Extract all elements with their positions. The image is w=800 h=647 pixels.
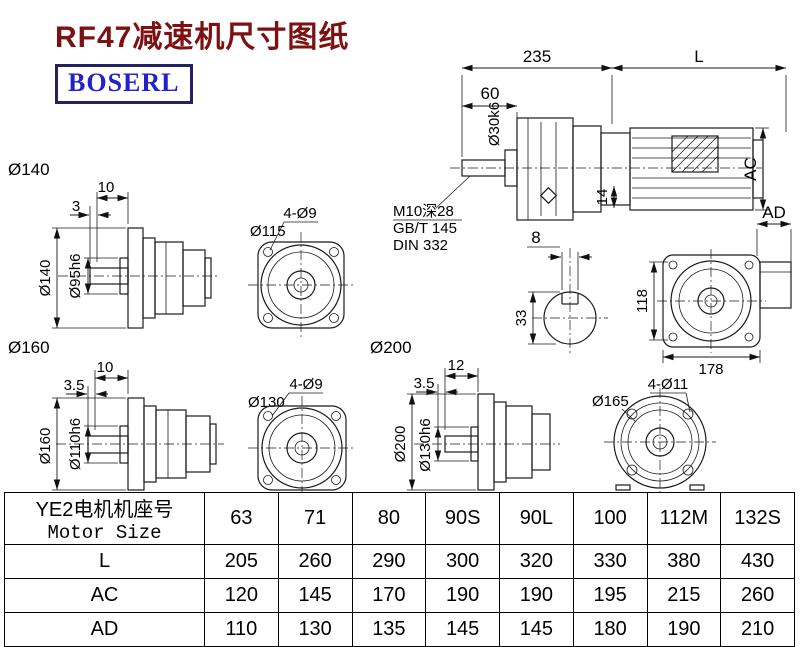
- value-cell: 190: [499, 578, 574, 613]
- size-cell: 90S: [425, 492, 500, 545]
- dim-AC: AC: [741, 157, 760, 181]
- dim-10-top: 10: [98, 179, 115, 196]
- callout-thread: M10深28: [393, 203, 454, 220]
- callout-din: DIN 332: [393, 237, 448, 254]
- table-row-AC: AC 120 145 170 190 190 195 215 260: [4, 578, 795, 613]
- dim-o160-vertical: Ø160: [37, 428, 54, 465]
- dim-3_5-right: 3.5: [414, 375, 435, 392]
- size-cell: 112M: [646, 492, 722, 545]
- dim-178: 178: [698, 361, 723, 378]
- value-cell: 190: [646, 612, 722, 647]
- value-cell: 195: [572, 578, 648, 613]
- flange-front-view-165: 4-Ø11 Ø165: [592, 376, 716, 492]
- dim-12: 12: [448, 357, 465, 374]
- size-cell: 63: [204, 492, 279, 545]
- dim-8: 8: [531, 228, 540, 247]
- motor-size-label-en: Motor Size: [47, 522, 162, 544]
- value-cell: 145: [277, 578, 353, 613]
- label-o160: Ø160: [8, 338, 50, 357]
- page-title: RF47减速机尺寸图纸: [55, 21, 350, 54]
- value-cell: 260: [277, 544, 353, 579]
- row-label-cell: AC: [4, 578, 205, 613]
- value-cell: 300: [425, 544, 500, 579]
- dim-235: 235: [523, 47, 551, 66]
- value-cell: 330: [572, 544, 648, 579]
- value-cell: 380: [646, 544, 722, 579]
- size-cell: 100: [572, 492, 648, 545]
- o200-side-view: Ø200 12 3.5 Ø200: [370, 338, 560, 491]
- flange-front-view-130: 4-Ø9 Ø130: [248, 376, 356, 492]
- value-cell: 130: [277, 612, 353, 647]
- value-cell: 215: [646, 578, 722, 613]
- dim-o95h6: Ø95h6: [67, 253, 84, 298]
- dim-o200-vertical: Ø200: [392, 426, 409, 463]
- value-cell: 180: [572, 612, 648, 647]
- dim-4xo9-bottom: 4-Ø9: [289, 376, 322, 393]
- technical-drawing-canvas: 235 L 60 Ø30k6 AC 14 M10深28 GB/T 145 DIN: [8, 47, 792, 492]
- size-cell: 71: [277, 492, 353, 545]
- callout-gbt: GB/T 145: [393, 220, 457, 237]
- value-cell: 120: [204, 578, 279, 613]
- dim-14: 14: [594, 189, 611, 206]
- dim-33: 33: [513, 310, 530, 327]
- dim-o140-vertical: Ø140: [37, 260, 54, 297]
- dim-o165: Ø165: [592, 393, 629, 410]
- value-cell: 110: [204, 612, 279, 647]
- value-cell: 145: [499, 612, 574, 647]
- value-cell: 320: [499, 544, 574, 579]
- dim-3_5-left: 3.5: [64, 377, 85, 394]
- table-row-AD: AD 110 130 135 145 145 180 190 210: [4, 612, 795, 647]
- value-cell: 145: [425, 612, 500, 647]
- dim-L: L: [694, 47, 703, 66]
- size-cell: 90L: [499, 492, 574, 545]
- value-cell: 290: [351, 544, 427, 579]
- dim-o110h6: Ø110h6: [67, 418, 84, 470]
- brand-logo: BOSERL: [55, 64, 193, 104]
- assembly-side-view: 235 L 60 Ø30k6 AC 14 M10深28 GB/T 145 DIN: [393, 47, 787, 254]
- dim-60: 60: [481, 84, 500, 103]
- dim-o130: Ø130: [248, 394, 285, 411]
- shaft-key-section-view: 8 33: [513, 228, 608, 354]
- value-cell: 205: [204, 544, 279, 579]
- value-cell: 135: [351, 612, 427, 647]
- dim-AD: AD: [762, 203, 786, 222]
- label-o140: Ø140: [8, 160, 50, 179]
- brand-logo-text: BOSERL: [68, 68, 180, 97]
- value-cell: 170: [351, 578, 427, 613]
- rear-view: AD 118 178: [634, 203, 792, 378]
- value-cell: 210: [720, 612, 795, 647]
- dim-118: 118: [634, 289, 651, 313]
- value-cell: 430: [720, 544, 795, 579]
- motor-size-label-cn: YE2电机机座号: [35, 499, 174, 521]
- table-row-motor-size: YE2电机机座号 Motor Size 63 71 80 90S 90L 100…: [4, 492, 795, 545]
- o140-side-view: Ø140 10 3 Ø140: [8, 160, 218, 329]
- dim-3: 3: [72, 198, 80, 215]
- dim-4xo11: 4-Ø11: [648, 376, 689, 393]
- size-cell: 80: [351, 492, 427, 545]
- dim-10-bottom: 10: [97, 359, 114, 376]
- o160-side-view: Ø160 10 3.5 Ø160: [8, 338, 224, 491]
- flange-front-view-115: 4-Ø9 Ø115: [248, 205, 354, 338]
- value-cell: 260: [720, 578, 795, 613]
- table-row-L: L 205 260 290 300 320 330 380 430: [4, 544, 795, 579]
- row-label-cell: L: [4, 544, 205, 579]
- spec-table: YE2电机机座号 Motor Size 63 71 80 90S 90L 100…: [4, 492, 795, 647]
- label-o200: Ø200: [370, 338, 412, 357]
- dim-o115: Ø115: [250, 223, 286, 240]
- dim-4xo9-top: 4-Ø9: [283, 205, 316, 222]
- size-cell: 132S: [720, 492, 795, 545]
- dim-o130h6: Ø130h6: [417, 418, 434, 471]
- motor-size-header-cell: YE2电机机座号 Motor Size: [4, 492, 205, 545]
- value-cell: 190: [425, 578, 500, 613]
- dim-shaft-diameter: Ø30k6: [486, 102, 503, 146]
- row-label-cell: AD: [4, 612, 205, 647]
